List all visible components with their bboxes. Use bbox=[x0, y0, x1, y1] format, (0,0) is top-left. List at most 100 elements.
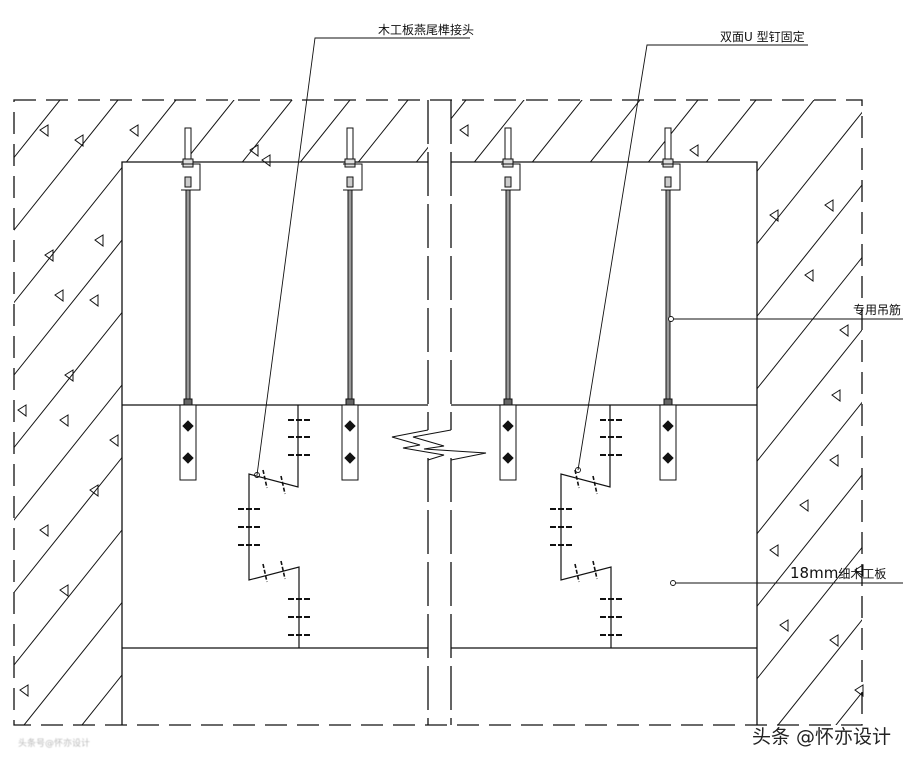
rod-nut bbox=[503, 398, 513, 406]
expansion-bolt bbox=[346, 127, 354, 163]
nut bbox=[184, 176, 192, 188]
hanger-assembly bbox=[179, 127, 201, 481]
triangle-mark bbox=[249, 144, 259, 157]
nut bbox=[344, 158, 356, 168]
concrete-hatch bbox=[14, 60, 911, 760]
dovetail-joint bbox=[238, 405, 311, 648]
outer-boundary-dashed bbox=[13, 99, 863, 726]
hatch-line bbox=[575, 100, 862, 725]
triangle-mark bbox=[89, 484, 99, 497]
triangle-mark bbox=[59, 584, 69, 597]
hatch-line bbox=[459, 100, 862, 725]
triangle-mark bbox=[799, 499, 809, 512]
expansion-bolt bbox=[184, 127, 192, 163]
triangle-mark bbox=[769, 209, 779, 222]
triangle-mark bbox=[459, 124, 469, 137]
bolt-dot bbox=[344, 420, 356, 464]
hanger-assembly bbox=[341, 127, 363, 481]
u-nail-marks bbox=[550, 419, 623, 636]
hatch-line bbox=[866, 60, 911, 760]
hatch-line bbox=[691, 100, 862, 725]
triangle-mark bbox=[44, 249, 54, 262]
triangle-mark bbox=[54, 289, 64, 302]
bolt-dot bbox=[502, 420, 514, 464]
triangle-mark bbox=[17, 404, 27, 417]
hatch-line bbox=[14, 100, 267, 725]
aggregate-triangles bbox=[17, 124, 864, 697]
connector-plate bbox=[659, 404, 677, 481]
bolt-dot bbox=[182, 420, 194, 464]
triangle-mark bbox=[89, 294, 99, 307]
triangle-mark bbox=[109, 434, 119, 447]
triangle-mark bbox=[261, 154, 271, 167]
triangle-mark bbox=[854, 684, 864, 697]
dovetail-joint bbox=[550, 405, 623, 648]
rod-nut bbox=[183, 398, 193, 406]
hatch-line bbox=[401, 100, 862, 725]
u-nail-marks bbox=[238, 419, 311, 636]
nut bbox=[502, 158, 514, 168]
hatch-line bbox=[14, 100, 499, 725]
bolt-dot bbox=[662, 420, 674, 464]
u-nail-marks bbox=[262, 469, 286, 583]
label-u-nail: 双面U 型钉固定 bbox=[720, 30, 805, 44]
triangle-mark bbox=[779, 619, 789, 632]
hatch-line bbox=[14, 100, 35, 725]
triangle-mark bbox=[829, 634, 839, 647]
break-symbol bbox=[391, 429, 487, 461]
hatch-line bbox=[285, 100, 847, 725]
triangle-mark bbox=[824, 199, 834, 212]
hatch-line bbox=[14, 100, 557, 725]
triangle-mark bbox=[129, 124, 139, 137]
hatch-line bbox=[14, 100, 151, 725]
triangle-mark bbox=[59, 414, 69, 427]
connector-plate bbox=[499, 404, 517, 481]
rod-nut bbox=[345, 398, 355, 406]
u-nail-marks bbox=[574, 469, 598, 583]
triangle-mark bbox=[829, 454, 839, 467]
threaded-rod bbox=[665, 189, 671, 401]
hanger-assembly bbox=[659, 127, 681, 481]
nut bbox=[664, 176, 672, 188]
hatch-line bbox=[53, 100, 615, 725]
nut bbox=[504, 176, 512, 188]
connector-plate bbox=[341, 404, 359, 481]
threaded-rod bbox=[185, 189, 191, 401]
connector-plate bbox=[179, 404, 197, 481]
hatch-line bbox=[169, 100, 731, 725]
label-hanger-rod: 专用吊筋 bbox=[853, 303, 902, 317]
hatch-line bbox=[807, 100, 862, 725]
hanger-assembly bbox=[499, 127, 521, 481]
triangle-mark bbox=[769, 544, 779, 557]
triangle-mark bbox=[39, 524, 49, 537]
nut bbox=[662, 158, 674, 168]
expansion-bolt bbox=[504, 127, 512, 163]
triangle-mark bbox=[39, 124, 49, 137]
nut bbox=[346, 176, 354, 188]
hatch-line bbox=[14, 100, 325, 725]
board-type: 细木工板 bbox=[838, 567, 887, 581]
hatch-line bbox=[749, 100, 862, 725]
threaded-rod bbox=[505, 189, 511, 401]
hatch-line bbox=[14, 100, 209, 725]
hatch-line bbox=[517, 100, 862, 725]
triangle-mark bbox=[839, 324, 849, 337]
cavity-outline bbox=[121, 161, 758, 725]
label-dovetail-joint: 木工板燕尾榫接头 bbox=[378, 23, 475, 37]
threaded-rod bbox=[347, 189, 353, 401]
expansion-bolt bbox=[664, 127, 672, 163]
center-slot bbox=[427, 100, 452, 725]
triangle-mark bbox=[804, 269, 814, 282]
triangle-mark bbox=[689, 144, 699, 157]
watermark: 头条 @怀亦设计 bbox=[751, 726, 891, 748]
label-board: 18mm细木工板 bbox=[790, 566, 886, 581]
triangle-mark bbox=[94, 234, 104, 247]
triangle-mark bbox=[74, 134, 84, 147]
triangle-mark bbox=[19, 684, 29, 697]
watermark-small: 头条号@怀亦设计 bbox=[18, 739, 91, 749]
triangle-mark bbox=[854, 564, 864, 577]
triangle-mark bbox=[64, 369, 74, 382]
nut bbox=[182, 158, 194, 168]
leader-lines bbox=[254, 37, 903, 586]
